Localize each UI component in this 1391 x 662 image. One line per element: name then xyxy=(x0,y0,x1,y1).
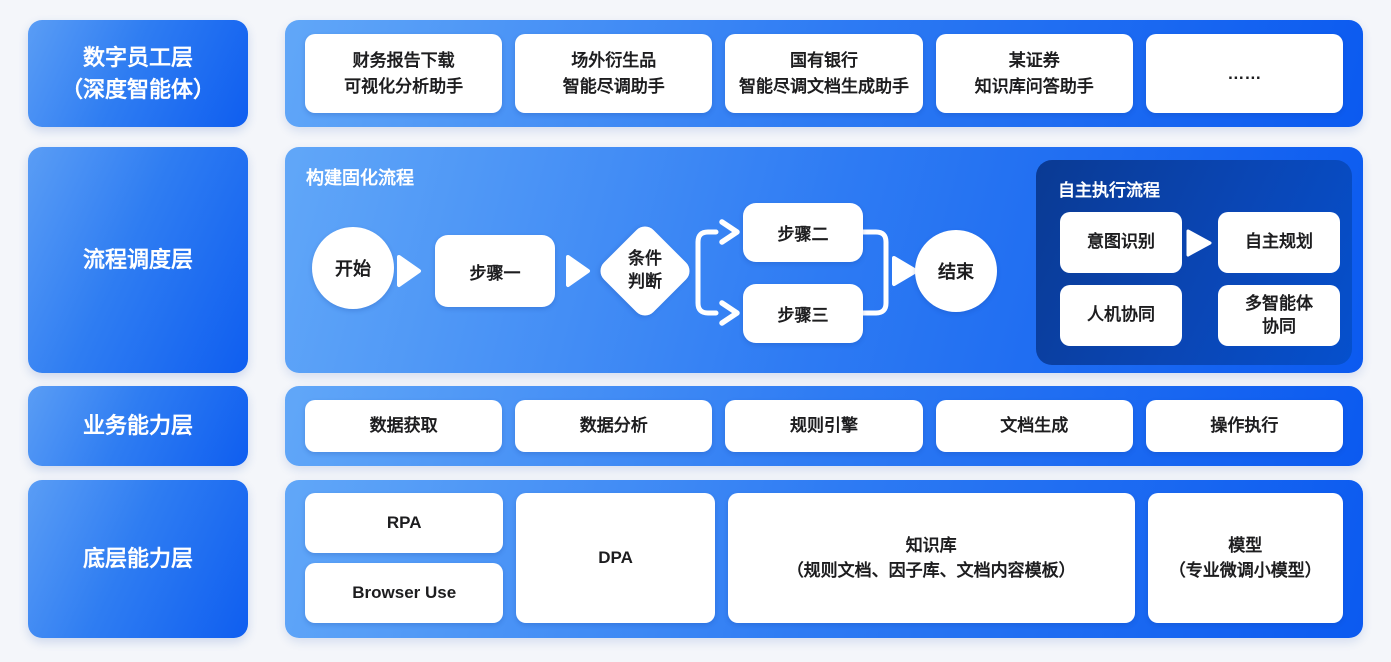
arrow-right-icon xyxy=(892,256,918,286)
flow-node-start: 开始 xyxy=(312,227,394,309)
arrow-right-icon xyxy=(566,255,590,287)
panel-box-multi-agent: 多智能体 协同 xyxy=(1218,285,1340,346)
process-scheduling-band: 构建固化流程 开始 步骤一 条件 判断 步骤二 步骤三 结束 自主执行流程 意图… xyxy=(285,147,1363,373)
assistant-box-otc-derivatives: 场外衍生品 智能尽调助手 xyxy=(515,34,713,113)
flow-node-end: 结束 xyxy=(915,230,997,312)
base-box-browser-use: Browser Use xyxy=(305,563,504,623)
autonomous-flow-title: 自主执行流程 xyxy=(1058,181,1160,200)
base-box-model: 模型 （专业微调小模型） xyxy=(1147,493,1343,623)
business-capability-band: 数据获取 数据分析 规则引擎 文档生成 操作执行 xyxy=(285,386,1363,466)
rpa-browser-column: RPA Browser Use xyxy=(305,493,504,623)
flow-node-condition: 条件 判断 xyxy=(595,221,695,321)
capability-box-data-analysis: 数据分析 xyxy=(515,400,713,452)
base-box-dpa: DPA xyxy=(516,493,715,623)
capability-box-operation-exec: 操作执行 xyxy=(1145,400,1344,452)
flow-node-step3: 步骤三 xyxy=(743,284,863,343)
arrow-right-icon xyxy=(397,255,421,287)
base-capability-band: RPA Browser Use DPA 知识库 （规则文档、因子库、文档内容模板… xyxy=(285,480,1363,638)
capability-box-rule-engine: 规则引擎 xyxy=(725,400,923,452)
chevron-right-icon xyxy=(719,300,740,326)
flow-connector-lines xyxy=(397,219,918,326)
arrow-right-icon xyxy=(1186,229,1212,257)
layer-label-business-capability: 业务能力层 xyxy=(28,386,248,466)
fixed-flow-title: 构建固化流程 xyxy=(306,168,414,188)
flow-node-step2: 步骤二 xyxy=(743,203,863,262)
chevron-right-icon xyxy=(719,219,740,245)
base-box-rpa: RPA xyxy=(305,493,504,553)
autonomous-flow-panel: 自主执行流程 意图识别 自主规划 人机协同 多智能体 协同 xyxy=(1036,160,1352,365)
panel-box-intent-recognition: 意图识别 xyxy=(1060,212,1182,273)
split-connector xyxy=(695,229,719,316)
layer-label-digital-employee: 数字员工层 （深度智能体） xyxy=(28,20,248,127)
layer-label-base-capability: 底层能力层 xyxy=(28,480,248,638)
panel-box-autonomous-planning: 自主规划 xyxy=(1218,212,1340,273)
digital-employee-band: 财务报告下载 可视化分析助手 场外衍生品 智能尽调助手 国有银行 智能尽调文档生… xyxy=(285,20,1363,127)
assistant-box-securities-kb: 某证券 知识库问答助手 xyxy=(935,34,1133,113)
layer-label-process-scheduling: 流程调度层 xyxy=(28,147,248,373)
assistant-box-finance-report: 财务报告下载 可视化分析助手 xyxy=(305,34,503,113)
capability-box-doc-generation: 文档生成 xyxy=(935,400,1133,452)
capability-box-data-acquisition: 数据获取 xyxy=(305,400,503,452)
merge-connector xyxy=(860,229,889,316)
assistant-box-more: …… xyxy=(1145,34,1344,113)
flow-node-step1: 步骤一 xyxy=(435,235,555,307)
assistant-box-state-bank: 国有银行 智能尽调文档生成助手 xyxy=(725,34,923,113)
panel-box-human-machine: 人机协同 xyxy=(1060,285,1182,346)
base-box-knowledge-base: 知识库 （规则文档、因子库、文档内容模板） xyxy=(727,493,1135,623)
